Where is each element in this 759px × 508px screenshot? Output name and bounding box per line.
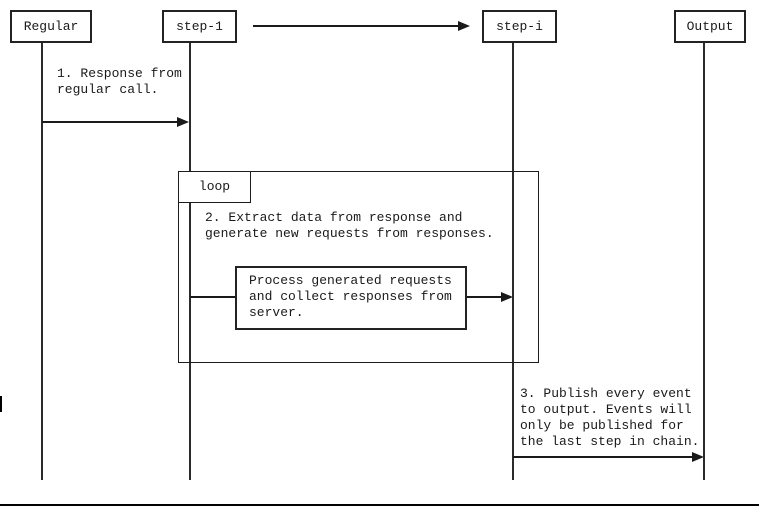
lifeline-output [703, 43, 705, 480]
message-1-arrow [42, 117, 189, 127]
arrowhead-icon [501, 292, 513, 302]
participant-label-step-i: step-i [496, 18, 543, 34]
participant-label-output: Output [686, 18, 734, 34]
arrowhead-icon [458, 21, 470, 31]
participant-label-regular: Regular [23, 18, 79, 34]
loop-fragment-label-box: loop [178, 171, 251, 203]
process-box-arrow-to-step-i [467, 292, 513, 302]
arrowhead-icon [177, 117, 189, 127]
participant-box-output: Output [674, 10, 746, 43]
participant-label-step-1: step-1 [176, 18, 223, 34]
chain-arrow-step1-to-stepi [253, 21, 470, 31]
participant-box-regular: Regular [10, 10, 92, 43]
loop-fragment-frame [178, 171, 539, 363]
participant-box-step-1: step-1 [162, 10, 237, 43]
lifeline-regular [41, 43, 43, 480]
participant-box-step-i: step-i [482, 10, 557, 43]
process-box-connector-line [190, 296, 235, 298]
lifeline-step-i [512, 43, 514, 480]
message-3-text: 3. Publish every event to output. Events… [520, 386, 700, 449]
process-box: Process generated requests and collect r… [235, 266, 467, 330]
loop-fragment-label: loop [198, 179, 231, 194]
message-3-arrow [513, 452, 704, 462]
message-1-text: 1. Response from regular call. [57, 66, 182, 97]
arrowhead-icon [692, 452, 704, 462]
left-edge-artifact [0, 396, 2, 412]
lifeline-step-1 [189, 43, 191, 480]
message-2-text: 2. Extract data from response and genera… [205, 210, 494, 241]
bottom-border-line [0, 504, 759, 506]
